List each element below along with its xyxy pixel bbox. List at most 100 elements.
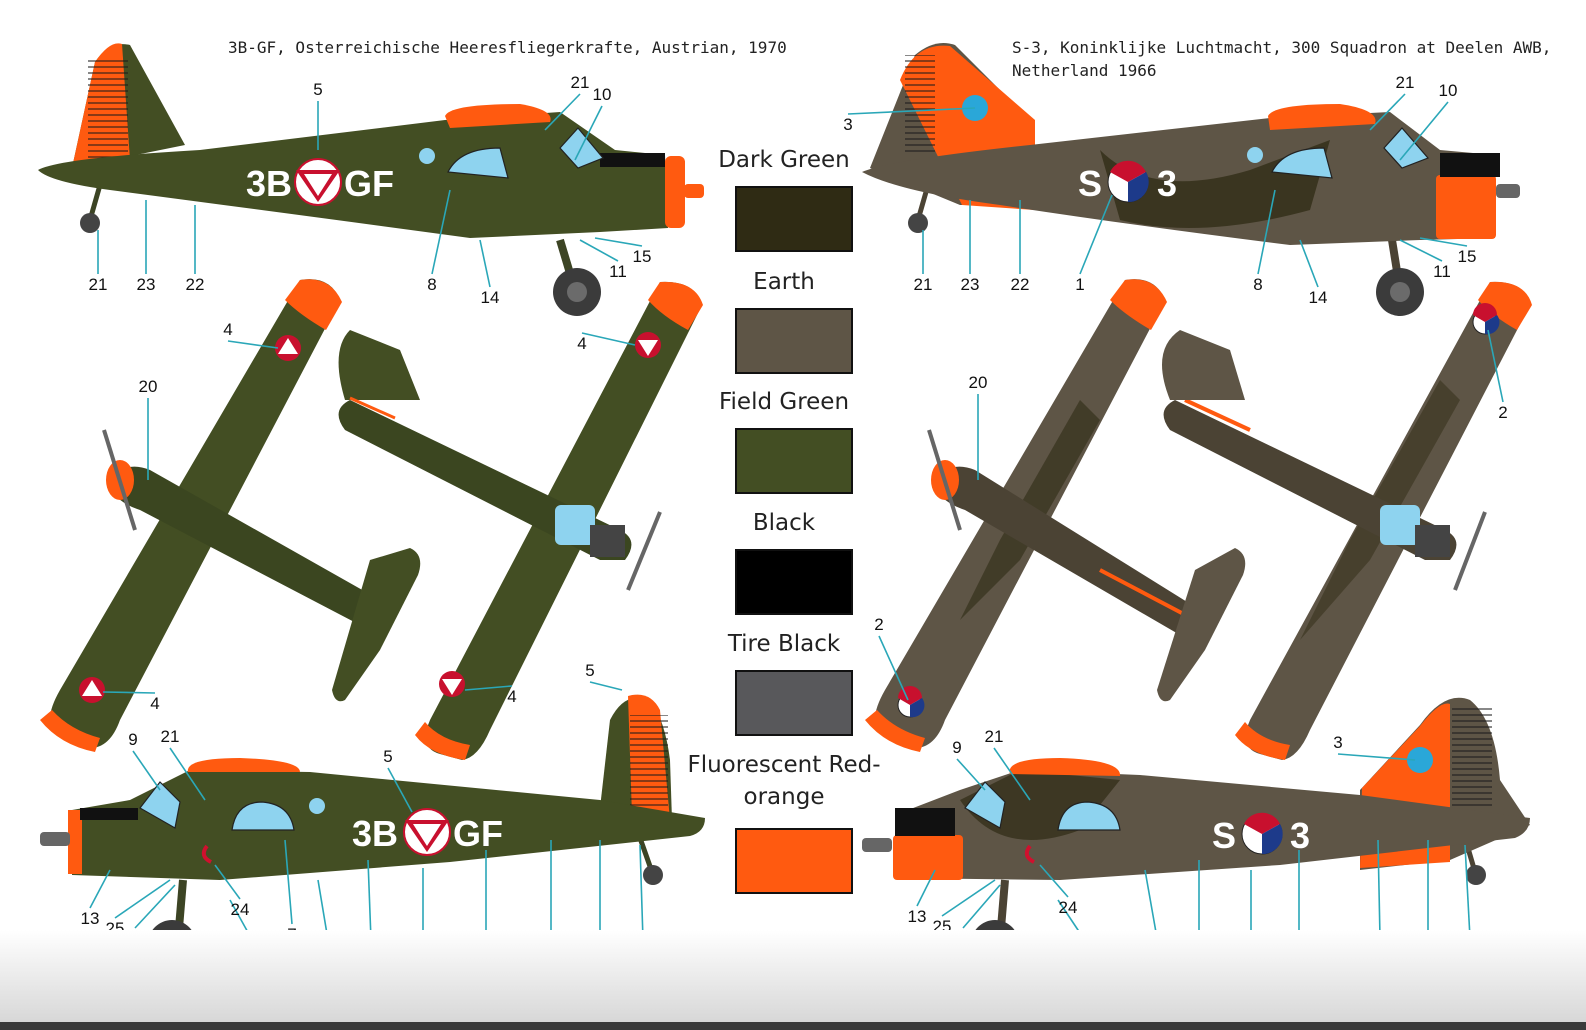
callout-number: 21 (571, 73, 590, 92)
callout-number: 2 (874, 615, 883, 634)
footer-bar (0, 1022, 1586, 1030)
leader-line (1369, 93, 1406, 131)
callout-number: 21 (1396, 73, 1415, 92)
callout-number: 15 (633, 247, 652, 266)
leader-line (284, 839, 293, 925)
leader-line (367, 859, 372, 941)
nl-reg-right: 3 (1157, 163, 1177, 204)
aus-caption: 3B-GF, Osterreichische Heeresfliegerkraf… (228, 38, 787, 57)
leader-line (1299, 239, 1319, 288)
callout-number: 10 (593, 85, 612, 104)
leader-line (962, 884, 1001, 929)
leader-line (594, 237, 643, 247)
leader-line (1399, 101, 1449, 161)
callout-number: 13 (81, 909, 100, 928)
legend-swatch-earth (735, 308, 853, 374)
nl-caption-line2: Netherland 1966 (1012, 61, 1157, 80)
callout-number: 21 (985, 727, 1004, 746)
callout-number: 24 (1059, 898, 1078, 917)
callout-number: 22 (186, 275, 205, 294)
nl-reg-left-bottom: S (1212, 815, 1236, 856)
leader-line (114, 879, 171, 919)
legend-swatch-dark-green (735, 186, 853, 252)
callout-number: 13 (908, 907, 927, 926)
callout-number: 23 (137, 275, 156, 294)
leader-line (916, 869, 936, 907)
leader-line (169, 747, 206, 801)
leader-line (1337, 753, 1416, 761)
aus-reg-left: 3B (246, 163, 292, 204)
callout-number: 15 (1458, 247, 1477, 266)
leader-line (1377, 839, 1381, 939)
callout-number: 23 (961, 275, 980, 294)
legend-label-earth: Earth (753, 269, 815, 295)
legend-swatch-black (735, 549, 853, 615)
callout-number: 21 (161, 727, 180, 746)
callout-number: 20 (969, 373, 988, 392)
leader-line (847, 107, 976, 115)
callout-number: 9 (128, 730, 137, 749)
nl-side-profile-right (862, 697, 1530, 968)
callout-number: 5 (585, 661, 594, 680)
leader-line (579, 239, 619, 262)
tail-wheel (1466, 865, 1486, 885)
leader-line (1487, 329, 1504, 403)
leader-line (1039, 864, 1069, 898)
aus-bottom-view (338, 281, 703, 760)
leader-line (1144, 869, 1158, 939)
leader-line (1257, 189, 1276, 275)
tail-wheel (643, 865, 663, 885)
callout-number: 11 (609, 262, 627, 281)
footer-gradient (0, 930, 1586, 1030)
leader-line (102, 691, 156, 694)
squadron-badge (1407, 747, 1433, 773)
callout-number: 1 (1075, 275, 1084, 294)
aus-reg-left-bottom: 3B (352, 813, 398, 854)
legend-label-fluorescent-red-orange: Fluorescent Red-orange (687, 752, 881, 810)
callout-number: 3 (843, 115, 852, 134)
leader-line (544, 93, 581, 131)
leader-line (878, 635, 909, 701)
callout-number: 10 (1439, 81, 1458, 100)
leader-line (431, 189, 451, 275)
leader-line (581, 332, 636, 346)
callout-number: 4 (150, 694, 159, 713)
callout-number: 4 (577, 334, 586, 353)
nl-reg-left: S (1078, 163, 1102, 204)
leader-line (993, 747, 1031, 801)
callout-number: 20 (139, 377, 158, 396)
legend-label-dark-green: Dark Green (718, 147, 850, 173)
fuselage (72, 770, 705, 880)
legend-swatch-field-green (735, 428, 853, 494)
fuselage (38, 112, 668, 238)
leader-line (387, 767, 413, 813)
legend-swatch-tire-black (735, 670, 853, 736)
legend-label-tire-black: Tire Black (727, 631, 841, 657)
leader-line (1079, 194, 1113, 275)
leader-line (941, 879, 996, 917)
tail-wheel (80, 213, 100, 233)
fuselage (862, 112, 1495, 245)
callout-number: 21 (89, 275, 108, 294)
callout-number: 8 (1253, 275, 1262, 294)
callout-number: 5 (313, 80, 322, 99)
callout-number: 4 (223, 320, 232, 339)
callout-number: 21 (914, 275, 933, 294)
nl-top-view (865, 279, 1246, 752)
leader-line (1399, 239, 1443, 262)
legend-swatch-fluorescent-red-orange (735, 828, 853, 894)
callout-number: 11 (1433, 262, 1451, 281)
callout-number: 24 (231, 900, 250, 919)
aus-reg-right-bottom: GF (453, 813, 503, 854)
leader-line (1057, 899, 1081, 934)
callout-number: 14 (1309, 288, 1328, 307)
leader-line (89, 869, 111, 909)
leader-line (214, 864, 241, 900)
legend-label-black: Black (752, 510, 816, 536)
aus-side-profile-right (40, 694, 705, 968)
nl-reg-right-bottom: 3 (1290, 815, 1310, 856)
aus-reg-right: GF (344, 163, 394, 204)
leader-line (589, 681, 623, 691)
callout-number: 2 (1498, 403, 1507, 422)
